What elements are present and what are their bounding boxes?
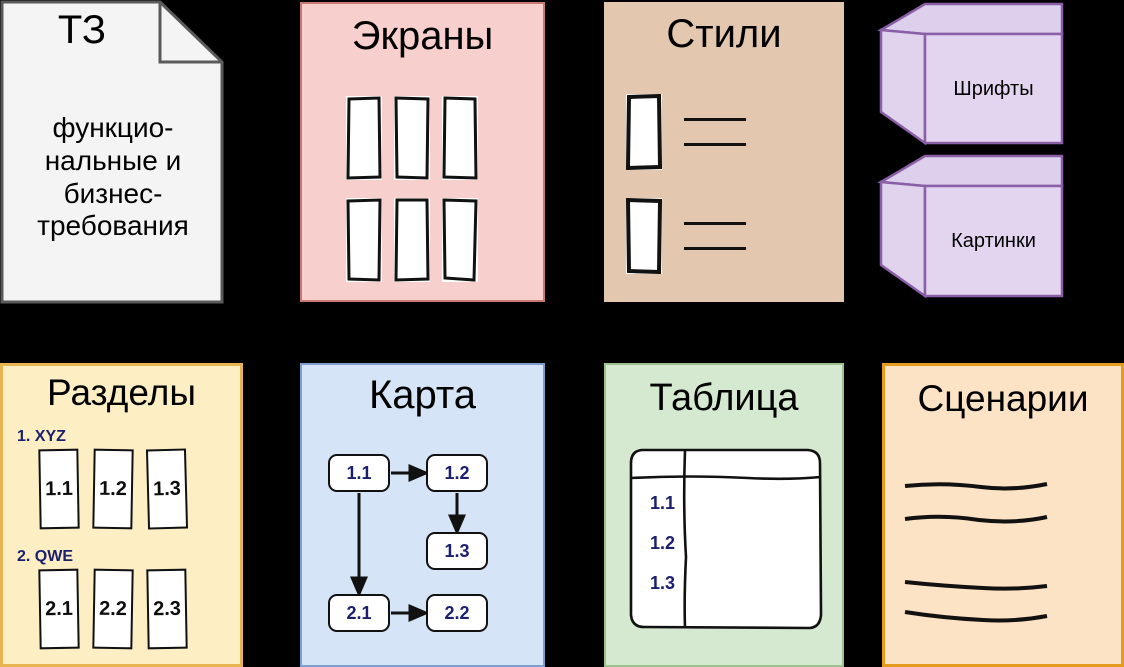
section-group: 2. QWE 2.1 2.2 2.3 [17,548,227,650]
panel-scenarios[interactable]: Сценарии [882,363,1124,667]
table-row-label: 1.3 [650,573,676,593]
panel-sections[interactable]: Разделы 1. XYZ 1.1 1.2 1.3 2. QWE 2.1 2.… [0,363,243,667]
style-lines [684,222,746,250]
map-node[interactable]: 1.3 [426,532,488,570]
map-node[interactable]: 2.2 [426,594,488,632]
table-row-label: 1.2 [650,533,676,553]
style-group [625,197,746,275]
table-row-label: 1.1 [650,493,676,513]
map-node[interactable]: 1.2 [426,454,488,492]
style-lines [684,118,746,146]
cube-group-icon [877,2,1064,299]
section-group-label: 1. XYZ [17,428,66,445]
screen-thumbnail[interactable] [394,96,430,180]
style-line [684,118,746,121]
panel-screens[interactable]: Экраны [300,2,545,302]
screens-row [346,96,516,180]
section-boxes: 1.1 1.2 1.3 [17,448,227,530]
section-box[interactable]: 2.1 [38,568,80,650]
style-group [625,93,746,171]
cube-images-label: Картинки [951,230,1036,252]
screens-grid [346,96,516,300]
screen-thumbnail[interactable] [442,198,478,282]
table-sketch [629,448,823,630]
panel-styles[interactable]: Стили [604,2,844,302]
map-edges [350,464,466,622]
panel-requirements-document[interactable]: ТЗ функцио- нальные и бизнес- требования [0,0,226,306]
screens-row [346,198,516,282]
cube-fonts-label: Шрифты [953,78,1034,100]
screens-title: Экраны [351,14,494,58]
style-swatch[interactable] [625,93,663,171]
panel-map[interactable]: Карта 1.1 1.2 1.3 2.1 2.2 [300,363,545,667]
style-line [684,247,746,250]
scenarios-title: Сценарии [917,378,1089,419]
style-swatch[interactable] [625,197,663,275]
map-node[interactable]: 2.1 [328,594,390,632]
section-box[interactable]: 2.2 [92,568,134,650]
cube-images-icon [877,154,1064,299]
section-group-label: 2. QWE [17,548,74,565]
map-title: Карта [368,373,477,417]
sections-title: Разделы [47,372,196,413]
doc-body-line: функцио- [52,112,174,143]
map-node[interactable]: 1.1 [328,454,390,492]
section-box[interactable]: 1.1 [38,448,80,530]
screen-thumbnail[interactable] [394,198,430,282]
scenario-lines [904,482,1048,623]
doc-body-line: бизнес- [63,177,163,209]
doc-body-text: функцио- нальные и бизнес- требования [8,112,218,243]
style-line [684,143,746,146]
table-title: Таблица [649,377,799,419]
doc-body-line: требования [37,210,189,242]
doc-body-line: нальные и [44,144,182,176]
screen-thumbnail[interactable] [346,96,382,180]
style-line [684,222,746,225]
screen-thumbnail[interactable] [346,198,382,282]
document-page-icon [0,0,224,304]
cube-fonts-icon [877,2,1064,146]
section-box[interactable]: 1.2 [92,448,134,530]
doc-title: ТЗ [57,8,107,52]
styles-title: Стили [666,12,782,56]
panel-assets-cubes: Шрифты Картинки [872,0,1124,310]
section-group: 1. XYZ 1.1 1.2 1.3 [17,428,227,530]
panel-table[interactable]: Таблица 1.1 1.2 1.3 [604,363,844,667]
screen-thumbnail[interactable] [442,96,478,180]
section-boxes: 2.1 2.2 2.3 [17,568,227,650]
section-box[interactable]: 1.3 [145,448,189,530]
section-box[interactable]: 2.3 [146,568,188,650]
